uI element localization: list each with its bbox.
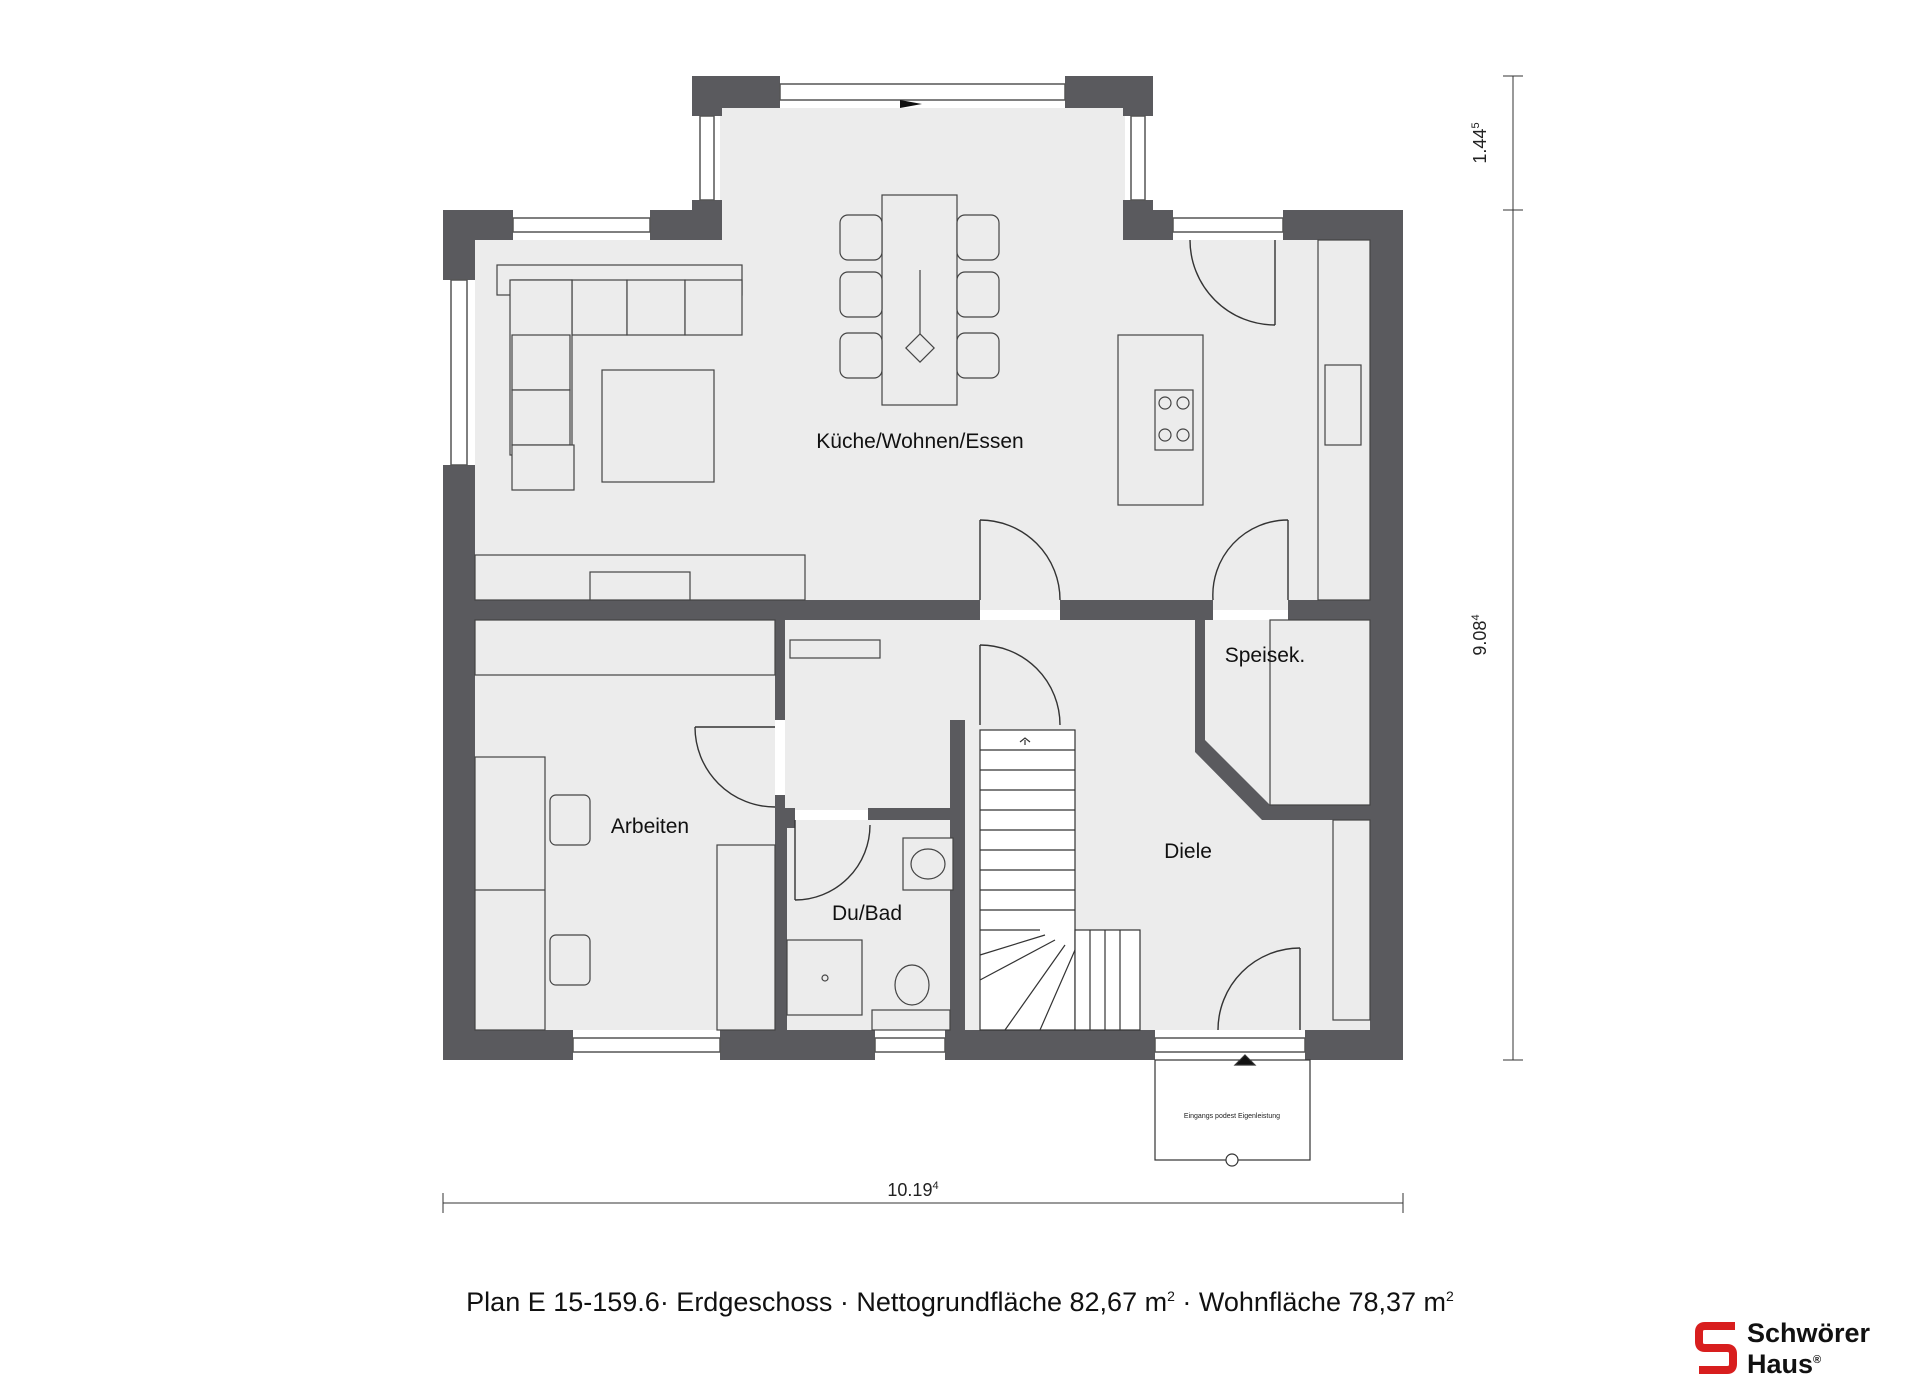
staircase: [979, 729, 1141, 1031]
plan-caption: Plan E 15-159.6· Erdgeschoss · Nettogrun…: [466, 1287, 1454, 1317]
room-label-hall: Diele: [1164, 840, 1212, 863]
toilet: [894, 964, 930, 1006]
logo-mark-icon: [1695, 1322, 1737, 1374]
room-label-kitchen: Küche/Wohnen/Essen: [816, 430, 1023, 453]
cabinet: [716, 844, 776, 1031]
interior-walls: [475, 600, 1370, 1030]
entrance-platform: [1154, 1054, 1311, 1167]
room-label-pantry: Speisek.: [1225, 644, 1306, 667]
dimension-width: 10.194: [887, 1180, 938, 1200]
exterior-walls: [443, 76, 1403, 1060]
dimension-height: 9.084: [1470, 614, 1490, 655]
shelf: [474, 619, 776, 676]
logo-mark: ®: [1813, 1354, 1822, 1366]
entrance-note: Eingangs podest Eigenleistung: [1184, 1113, 1280, 1120]
logo-line2: Haus: [1747, 1349, 1814, 1379]
coffee-table: [601, 369, 715, 483]
windows: [450, 83, 1306, 1053]
room-label-work: Arbeiten: [611, 815, 689, 838]
entrance-arrow-icon: [900, 100, 922, 108]
logo-line1: Schwörer: [1747, 1318, 1871, 1348]
dimension-bay: 1.445: [1470, 122, 1490, 163]
furniture: [474, 194, 1371, 1031]
doors: [694, 239, 1301, 1031]
desk: [474, 756, 546, 1031]
dimension-lines: [442, 75, 1523, 1213]
room-label-bath: Du/Bad: [832, 902, 902, 925]
